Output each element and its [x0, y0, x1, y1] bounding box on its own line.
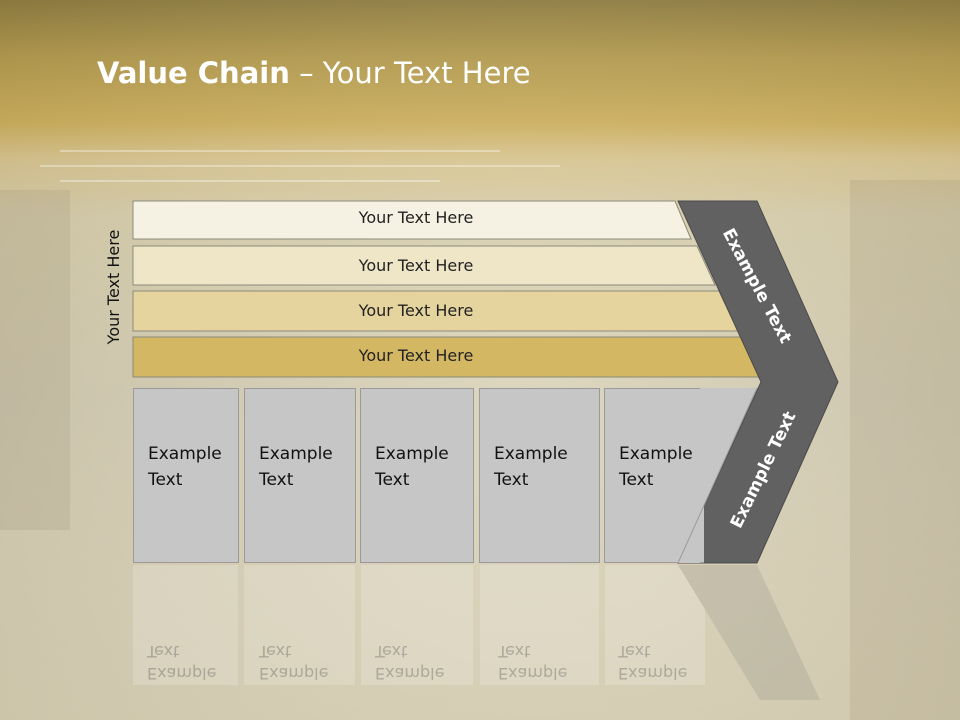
title-rest: – Your Text Here	[289, 56, 531, 90]
background-pillar	[0, 190, 70, 530]
box-text-reflection: Example Text	[375, 642, 445, 683]
row-label-4: Your Text Here	[358, 346, 474, 365]
activity-box-2[interactable]: Example Text	[244, 388, 356, 563]
activity-box-4[interactable]: Example Text	[479, 388, 600, 563]
box-reflection	[133, 565, 238, 685]
box-reflection	[480, 565, 599, 685]
chevron-arrow[interactable]	[677, 200, 839, 564]
ceiling-light	[40, 165, 560, 167]
box-reflection	[361, 565, 473, 685]
box-5-slant-edge	[677, 387, 758, 564]
box-label: Example Text	[619, 444, 693, 490]
ceiling-light	[60, 150, 500, 152]
slide-title[interactable]: Value Chain – Your Text Here	[97, 56, 531, 90]
box-text-reflection: Example Text	[498, 642, 568, 683]
reflection-group	[133, 565, 820, 700]
box-label: Example Text	[375, 444, 449, 490]
box-text-reflection: Example Text	[259, 642, 329, 683]
title-bold: Value Chain	[97, 56, 290, 90]
ceiling-light	[60, 180, 440, 182]
box-text-reflection: Example Text	[618, 642, 688, 683]
background-pillar	[850, 180, 960, 720]
activity-box-5[interactable]: Example Text	[604, 388, 704, 563]
box-reflection	[605, 565, 705, 685]
row-bar-2[interactable]	[132, 245, 716, 286]
box-label: Example Text	[148, 444, 222, 490]
activity-box-3[interactable]: Example Text	[360, 388, 474, 563]
row-bar-1[interactable]	[132, 200, 692, 240]
row-label-2: Your Text Here	[358, 256, 474, 275]
box-text-reflection: Example Text	[147, 642, 217, 683]
row-label-1: Your Text Here	[358, 208, 474, 227]
chevron-reflection	[678, 565, 820, 700]
box-label: Example Text	[494, 444, 568, 490]
activity-box-1[interactable]: Example Text	[133, 388, 239, 563]
row-label-3: Your Text Here	[358, 301, 474, 320]
box-reflection	[244, 565, 355, 685]
box-label: Example Text	[259, 444, 333, 490]
